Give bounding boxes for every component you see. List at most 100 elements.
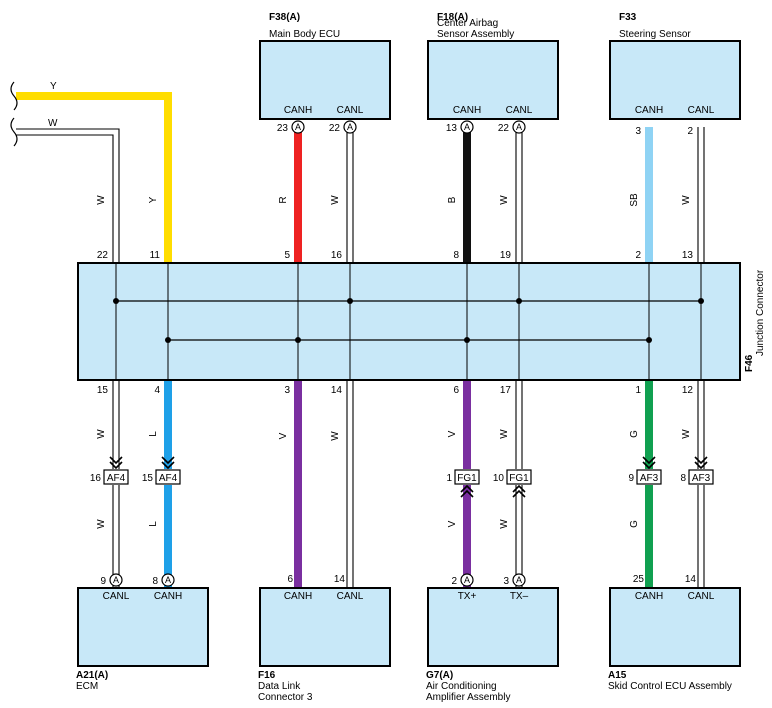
junction-dot bbox=[165, 337, 171, 343]
wire-color-label-w9: W bbox=[96, 519, 107, 529]
junction-bottom-pin-number: 17 bbox=[500, 385, 512, 396]
inline-connector-code: FG1 bbox=[457, 473, 477, 484]
ecm-signal: CANH bbox=[154, 591, 182, 602]
junction-dot bbox=[646, 337, 652, 343]
pin-circle bbox=[512, 573, 526, 587]
data-link-pin-number: 14 bbox=[334, 574, 346, 585]
wire-color-label-l2: L bbox=[148, 521, 159, 527]
wire-color-label-r1: R bbox=[278, 196, 289, 203]
pin-number: 2 bbox=[451, 576, 457, 587]
connector-chevron-icon bbox=[512, 484, 526, 498]
data-link-name: Data Link bbox=[258, 681, 301, 692]
incoming-wire-label: W bbox=[48, 118, 58, 129]
wire-color-label-w5: W bbox=[96, 429, 107, 439]
inline-connector-layer bbox=[103, 120, 714, 587]
connector-chevron-icon bbox=[161, 456, 175, 470]
pin-circle-letter: A bbox=[516, 575, 522, 585]
junction-top-pin-number: 2 bbox=[635, 250, 641, 261]
pin-circle bbox=[460, 120, 474, 134]
air-conditioning-signal: TX– bbox=[510, 591, 529, 602]
center-airbag-code: F18(A) bbox=[437, 12, 468, 23]
steering-sensor-name: Steering Sensor bbox=[619, 29, 691, 40]
inline-connector-af3 bbox=[636, 469, 662, 485]
junction-dot bbox=[347, 298, 353, 304]
junction-top-pin-number: 11 bbox=[150, 250, 161, 261]
wire-color-label-w1: W bbox=[96, 195, 107, 205]
center-airbag-box bbox=[427, 40, 559, 120]
pin-circle-letter: A bbox=[347, 122, 353, 132]
data-link-code: F16 bbox=[258, 670, 276, 681]
steering-sensor-code: F33 bbox=[619, 12, 637, 23]
wire-color-label-g2: G bbox=[629, 520, 640, 528]
junction-top-pin-number: 16 bbox=[331, 250, 343, 261]
skid-control-pin-number: 25 bbox=[633, 574, 645, 585]
center-airbag-signal-CANL: CANL bbox=[506, 105, 533, 116]
steering-sensor-pin-number: 2 bbox=[687, 126, 693, 137]
pin-circle-letter: A bbox=[113, 575, 119, 585]
inline-connector-fg1 bbox=[506, 469, 532, 485]
wire-color-label-w8: W bbox=[681, 429, 692, 439]
steering-sensor-pin-number: 3 bbox=[635, 126, 641, 137]
inline-connector-code: AF3 bbox=[640, 473, 659, 484]
wire-color-label-sb1: SB bbox=[629, 193, 640, 207]
junction-connector-name: Junction Connector bbox=[755, 269, 766, 356]
pin-circle-letter: A bbox=[464, 122, 470, 132]
skid-control-name: Skid Control ECU Assembly bbox=[608, 681, 732, 692]
pin-circle-letter: A bbox=[295, 122, 301, 132]
junction-dot bbox=[698, 298, 704, 304]
junction-dot bbox=[113, 298, 119, 304]
connector-chevron-icon bbox=[694, 456, 708, 470]
pin-circle bbox=[109, 573, 123, 587]
main-body-ecu-box bbox=[259, 40, 391, 120]
inline-connector-code: AF4 bbox=[107, 473, 126, 484]
pin-circle bbox=[512, 120, 526, 134]
air-conditioning-box bbox=[427, 587, 559, 667]
wire-color-label-w3: W bbox=[499, 195, 510, 205]
wire-color-label-w4: W bbox=[681, 195, 692, 205]
skid-control-signal: CANL bbox=[688, 591, 715, 602]
junction-connector-code: F46 bbox=[744, 354, 755, 372]
data-link-name: Connector 3 bbox=[258, 692, 313, 703]
air-conditioning-signal: TX+ bbox=[458, 591, 477, 602]
pin-number: 3 bbox=[503, 576, 509, 587]
pin-circle bbox=[291, 120, 305, 134]
skid-control-pin-number: 14 bbox=[685, 574, 697, 585]
connector-chevron-icon bbox=[642, 456, 656, 470]
incoming-wire-y bbox=[16, 92, 172, 262]
wire-color-label-y1: Y bbox=[148, 196, 159, 203]
wire-color-label-w10: W bbox=[499, 519, 510, 529]
air-conditioning-code: G7(A) bbox=[426, 670, 453, 681]
junction-bottom-pin-number: 3 bbox=[284, 385, 290, 396]
inline-connector-code: AF3 bbox=[692, 473, 711, 484]
wire-break-mark bbox=[10, 81, 18, 111]
incoming-wire-label: Y bbox=[50, 81, 57, 92]
connector-chevron-icon bbox=[109, 456, 123, 470]
main-body-ecu-signal-CANH: CANH bbox=[284, 105, 312, 116]
connector-chevron-icon bbox=[460, 484, 474, 498]
pin-circle-letter: A bbox=[516, 122, 522, 132]
pin-number: 8 bbox=[152, 576, 158, 587]
inline-connector-pin: 8 bbox=[680, 473, 686, 484]
pin-circle bbox=[161, 573, 175, 587]
junction-dot bbox=[295, 337, 301, 343]
main-body-ecu-code: F38(A) bbox=[269, 12, 300, 23]
wire-color-label-v1: V bbox=[278, 432, 289, 439]
junction-connector-box bbox=[77, 262, 741, 381]
incoming-wire-w-edge-outer bbox=[16, 128, 120, 262]
junction-bottom-pin-number: 14 bbox=[331, 385, 343, 396]
skid-control-signal: CANH bbox=[635, 591, 663, 602]
junction-bottom-pin-number: 15 bbox=[97, 385, 109, 396]
ecm-code: A21(A) bbox=[76, 670, 108, 681]
pin-circle-letter: A bbox=[165, 575, 171, 585]
wire-layer bbox=[10, 81, 705, 587]
data-link-box bbox=[259, 587, 391, 667]
inline-connector-pin: 15 bbox=[142, 473, 154, 484]
wire-color-label-w6: W bbox=[330, 431, 341, 441]
steering-sensor-box bbox=[609, 40, 741, 120]
junction-top-pin-number: 13 bbox=[682, 250, 694, 261]
inline-connector-pin: 1 bbox=[446, 473, 452, 484]
junction-bottom-pin-number: 1 bbox=[635, 385, 641, 396]
junction-bottom-pin-number: 4 bbox=[154, 385, 160, 396]
